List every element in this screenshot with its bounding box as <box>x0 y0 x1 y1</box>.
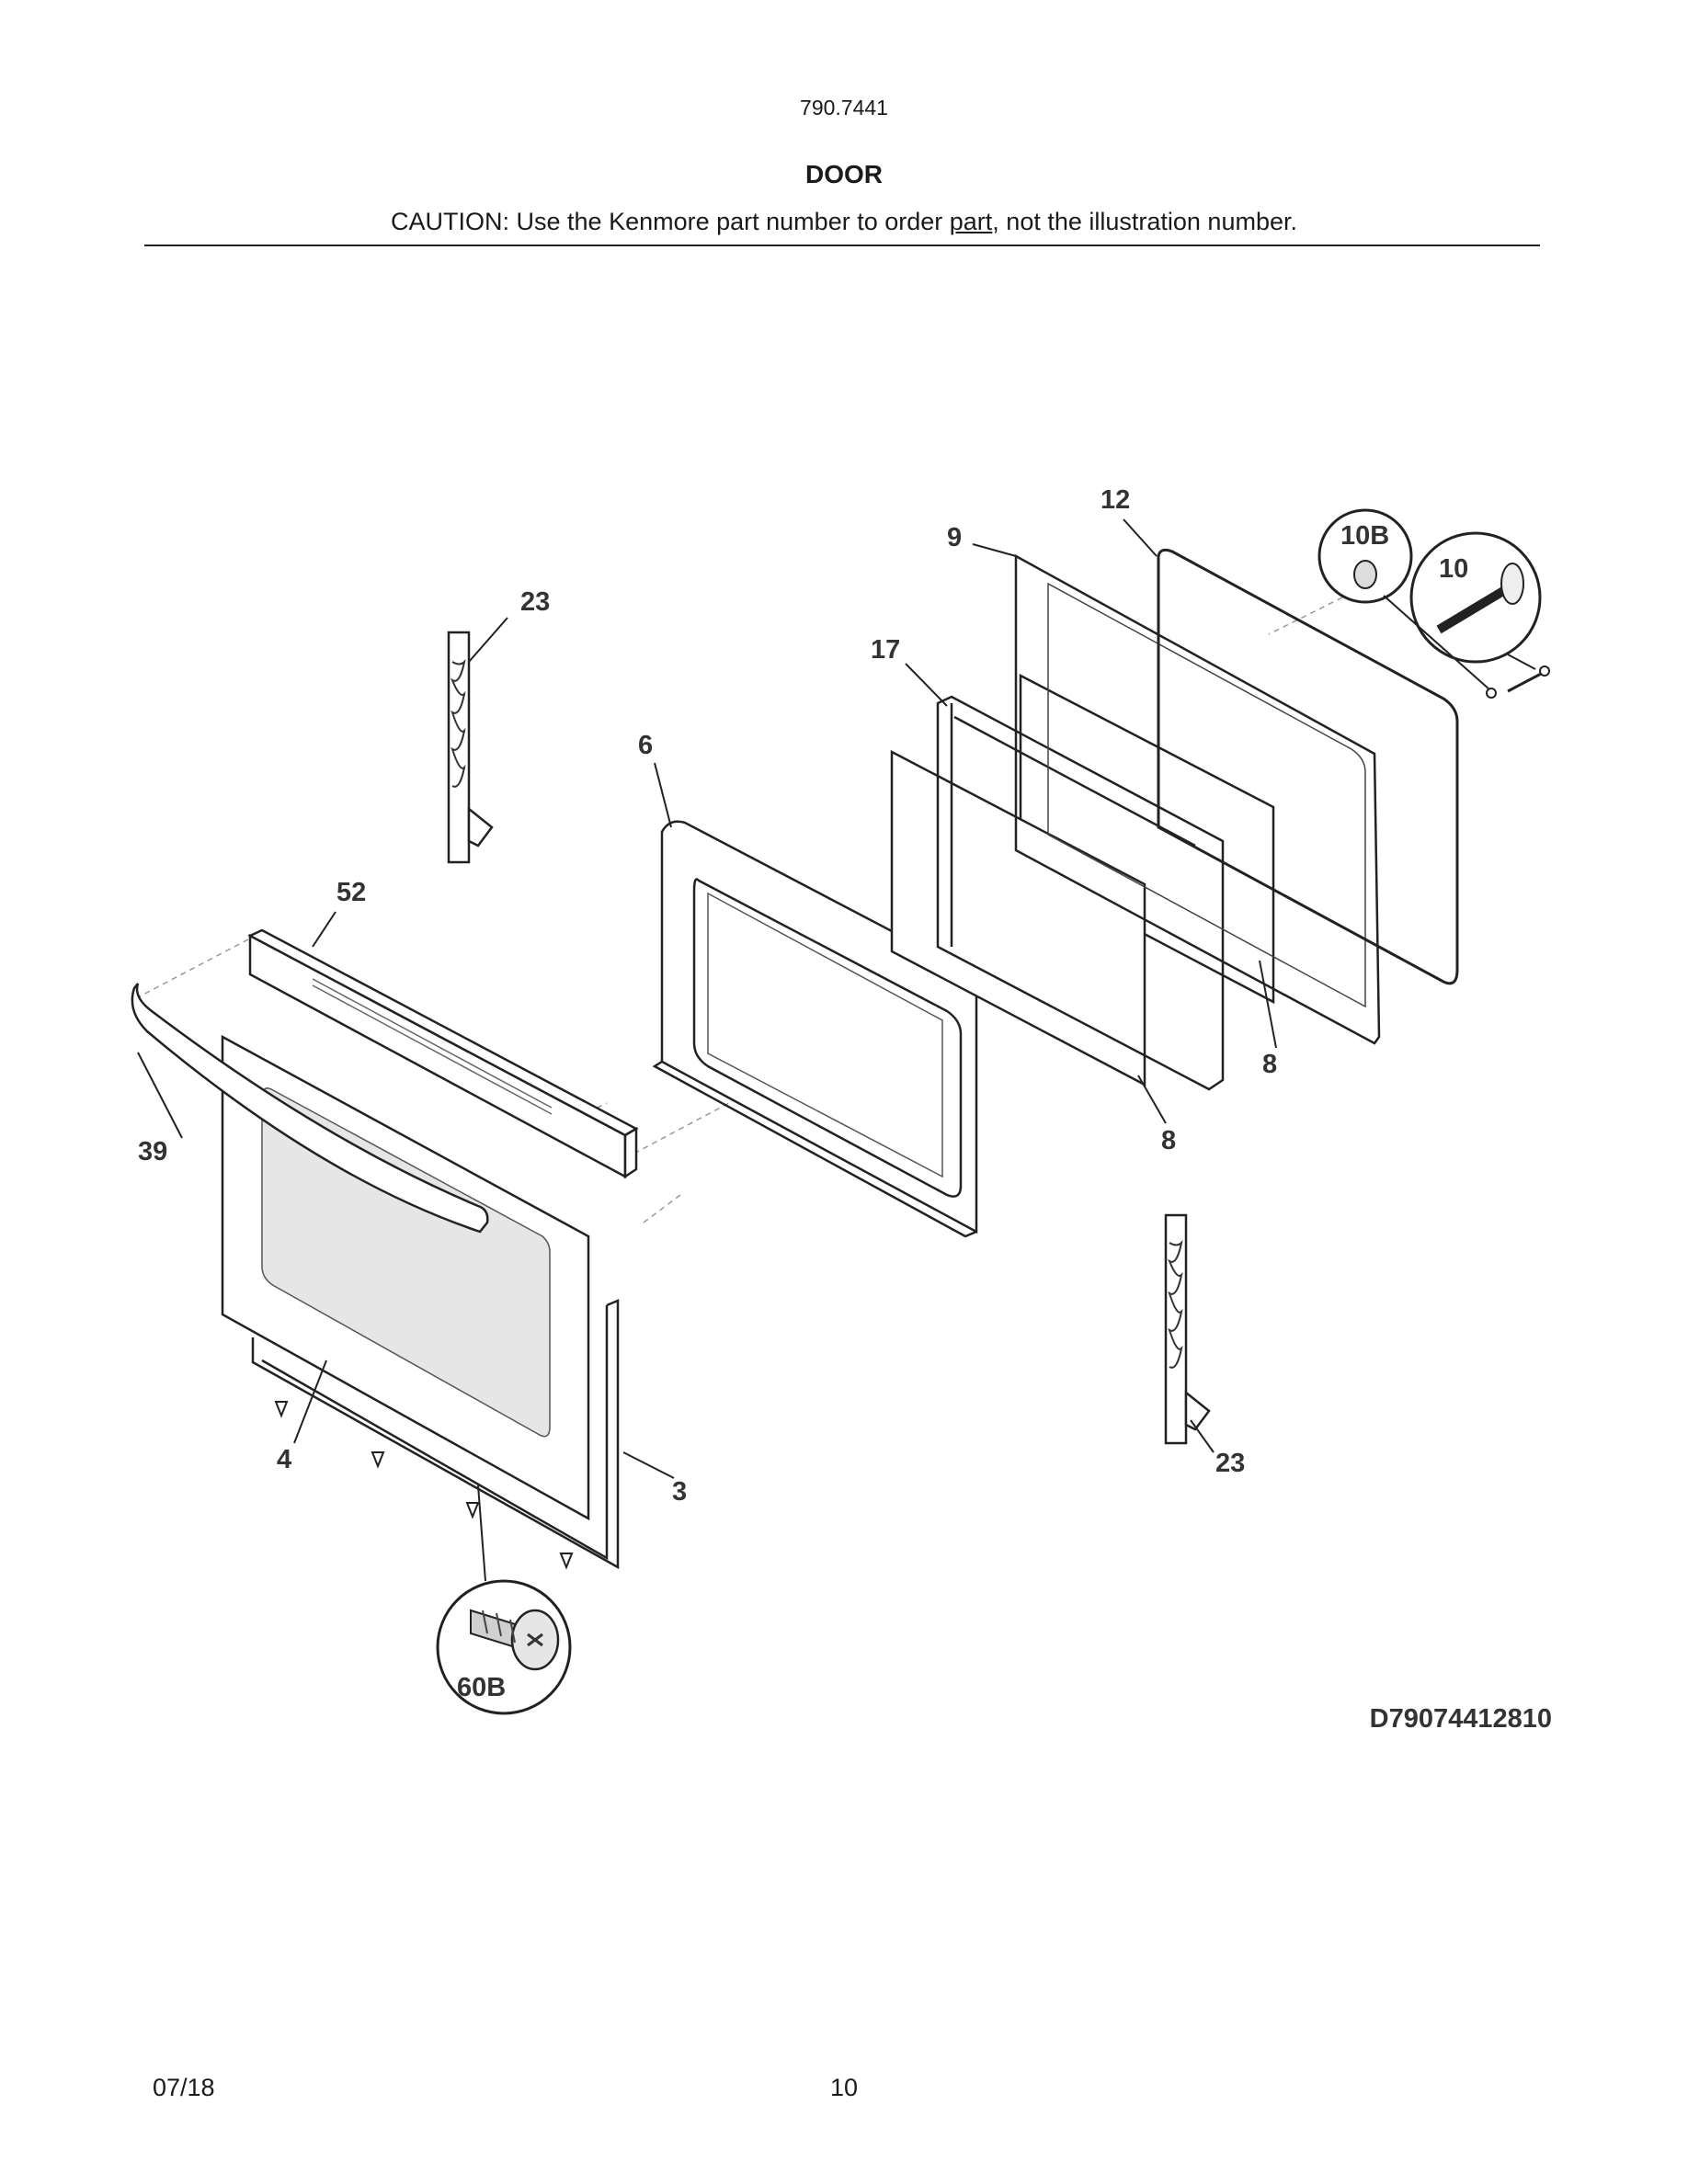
inner-door-frame <box>652 820 978 1238</box>
callout-52: 52 <box>336 878 366 907</box>
inner-door-liner <box>1014 553 1381 1045</box>
callout-8-left: 8 <box>1161 1126 1176 1155</box>
door-trim <box>251 1299 620 1570</box>
caution-part-word: part <box>949 208 993 235</box>
callout-6: 6 <box>638 731 653 760</box>
model-number: 790.7441 <box>800 96 888 119</box>
callout-39: 39 <box>138 1137 167 1166</box>
callout-60b: 60B <box>457 1673 506 1702</box>
hinges <box>447 631 1211 1445</box>
callout-17: 17 <box>871 635 900 665</box>
page-number: 10 <box>829 2074 859 2101</box>
drawing-number: D79074412810 <box>1369 1704 1552 1734</box>
caution-prefix: CAUTION: Use the Kenmore part number to … <box>391 208 950 235</box>
screw-detail-inset <box>436 1484 572 1715</box>
glass-panes <box>890 673 1275 1087</box>
callout-23-top: 23 <box>520 587 550 617</box>
fastener-detail-insets <box>1317 508 1550 699</box>
caution-note: CAUTION: Use the Kenmore part number to … <box>0 208 1688 236</box>
door-gasket <box>1157 548 1459 985</box>
screws <box>274 1401 574 1570</box>
footer-date: 07/18 <box>153 2074 215 2101</box>
caution-suffix: , not the illustration number. <box>992 208 1297 235</box>
header-rule <box>144 245 1540 246</box>
callout-3: 3 <box>672 1477 687 1507</box>
callout-9: 9 <box>947 523 962 552</box>
door-handle <box>131 983 489 1234</box>
callout-8-right: 8 <box>1262 1050 1277 1079</box>
callout-23-bottom: 23 <box>1215 1449 1245 1478</box>
callout-labels: 12 9 10B 10 23 17 6 52 39 8 8 4 3 23 60B <box>138 485 1468 1702</box>
leader-lines <box>137 518 1277 1479</box>
section-title: DOOR <box>805 160 883 188</box>
callout-10: 10 <box>1439 554 1468 584</box>
callout-4: 4 <box>277 1445 291 1474</box>
outer-door-panel <box>221 1034 590 1521</box>
glass-pack-frame <box>936 695 1225 1091</box>
callout-10b: 10B <box>1340 521 1389 551</box>
callout-12: 12 <box>1101 485 1130 515</box>
vent-trim <box>247 928 639 1179</box>
